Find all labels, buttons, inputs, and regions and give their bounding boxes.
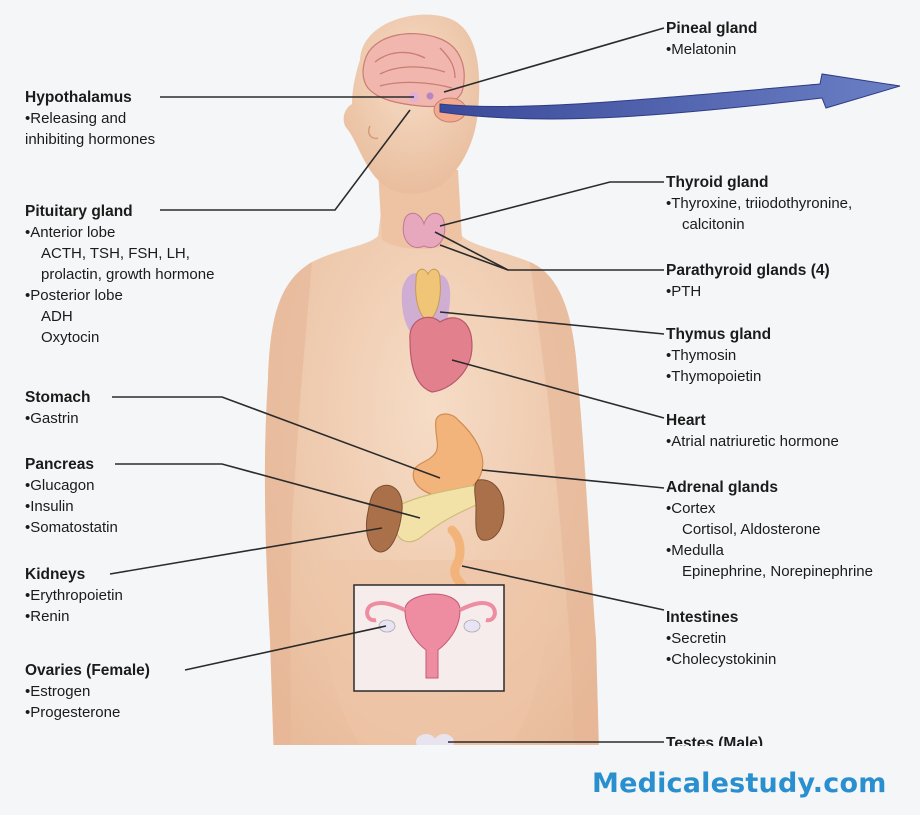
heart-line: •Atrial natriuretic hormone (666, 431, 839, 452)
thyroid-title: Thyroid gland (666, 172, 852, 193)
thyroid-line: •Thyroxine, triiodothyronine, (666, 193, 852, 214)
thymus-line: •Thymosin (666, 345, 771, 366)
label-thymus: Thymus gland •Thymosin •Thymopoietin (666, 324, 771, 387)
kidneys-line: •Erythropoietin (25, 585, 123, 606)
label-hypothalamus: Hypothalamus •Releasing and inhibiting h… (25, 87, 155, 150)
ovaries-line: •Estrogen (25, 681, 150, 702)
label-parathyroid: Parathyroid glands (4) •PTH (666, 260, 830, 302)
pancreas-line: •Glucagon (25, 475, 118, 496)
adrenal-title: Adrenal glands (666, 477, 873, 498)
pituitary-line: •Posterior lobe (25, 285, 214, 306)
adrenal-line: •Medulla (666, 540, 873, 561)
pituitary-line: ACTH, TSH, FSH, LH, (25, 243, 214, 264)
label-intestines: Intestines •Secretin •Cholecystokinin (666, 607, 776, 670)
adrenal-line: •Cortex (666, 498, 873, 519)
pituitary-line: ADH (25, 306, 214, 327)
pancreas-line: •Insulin (25, 496, 118, 517)
pancreas-line: •Somatostatin (25, 517, 118, 538)
label-heart: Heart •Atrial natriuretic hormone (666, 410, 839, 452)
label-pituitary: Pituitary gland •Anterior lobe ACTH, TSH… (25, 201, 214, 348)
testes-title: Testes (Male) (666, 733, 763, 746)
intestines-line: •Cholecystokinin (666, 649, 776, 670)
label-ovaries: Ovaries (Female) •Estrogen •Progesterone (25, 660, 150, 723)
pineal-title: Pineal gland (666, 18, 757, 39)
thyroid-line: calcitonin (666, 214, 852, 235)
stomach-title: Stomach (25, 387, 90, 408)
hypothalamus-title: Hypothalamus (25, 87, 155, 108)
intestines-title: Intestines (666, 607, 776, 628)
label-adrenal: Adrenal glands •Cortex Cortisol, Aldoste… (666, 477, 873, 582)
pineal-line: •Melatonin (666, 39, 757, 60)
leader-thyroid (440, 182, 664, 226)
thymus-line: •Thymopoietin (666, 366, 771, 387)
label-testes: Testes (Male) (666, 733, 763, 746)
pancreas-title: Pancreas (25, 454, 118, 475)
ovaries-line: •Progesterone (25, 702, 150, 723)
pineal-arrow (440, 74, 900, 119)
label-stomach: Stomach •Gastrin (25, 387, 90, 429)
label-thyroid: Thyroid gland •Thyroxine, triiodothyroni… (666, 172, 852, 235)
intestines-line: •Secretin (666, 628, 776, 649)
adrenal-line: Epinephrine, Norepinephrine (666, 561, 873, 582)
ovaries-title: Ovaries (Female) (25, 660, 150, 681)
label-kidneys: Kidneys •Erythropoietin •Renin (25, 564, 123, 627)
parathyroid-title: Parathyroid glands (4) (666, 260, 830, 281)
pituitary-title: Pituitary gland (25, 201, 214, 222)
heart-title: Heart (666, 410, 839, 431)
kidneys-line: •Renin (25, 606, 123, 627)
thymus-title: Thymus gland (666, 324, 771, 345)
parathyroid-line: •PTH (666, 281, 830, 302)
hypothalamus-line: inhibiting hormones (25, 129, 155, 150)
stomach-line: •Gastrin (25, 408, 90, 429)
pituitary-line: prolactin, growth hormone (25, 264, 214, 285)
hypothalamus-line: •Releasing and (25, 108, 155, 129)
kidneys-title: Kidneys (25, 564, 123, 585)
watermark-text: Medicalestudy.com (592, 768, 887, 799)
adrenal-line: Cortisol, Aldosterone (666, 519, 873, 540)
label-pineal: Pineal gland •Melatonin (666, 18, 757, 60)
label-pancreas: Pancreas •Glucagon •Insulin •Somatostati… (25, 454, 118, 538)
pituitary-line: •Anterior lobe (25, 222, 214, 243)
pituitary-line: Oxytocin (25, 327, 214, 348)
reproductive-inset (354, 585, 504, 691)
